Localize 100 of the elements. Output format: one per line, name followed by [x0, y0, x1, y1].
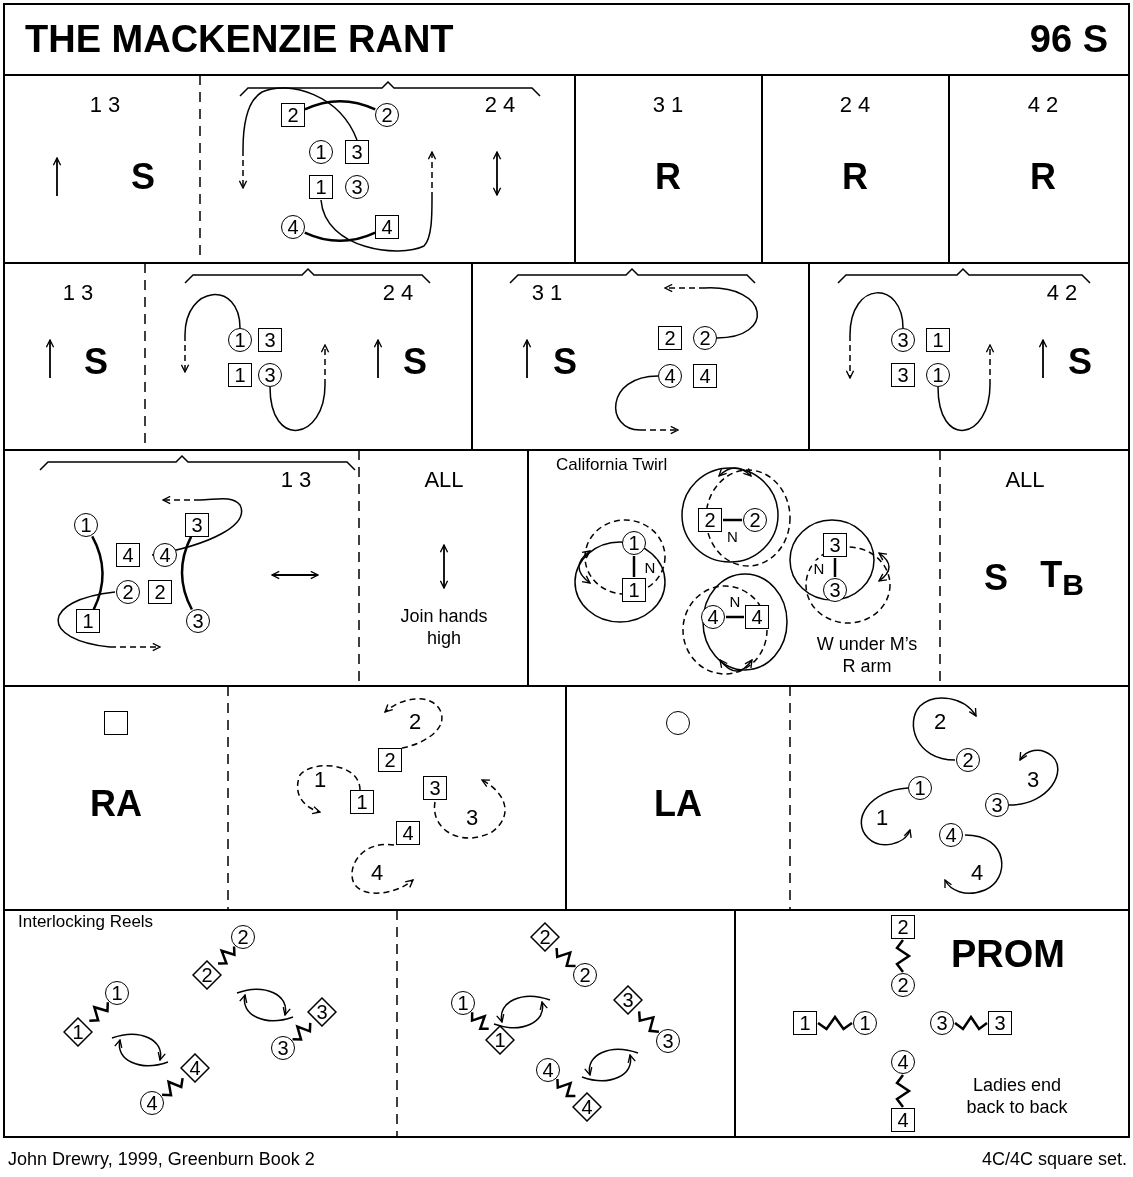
woman-symbol: 2	[956, 748, 980, 772]
woman-symbol: 3	[345, 175, 369, 199]
woman-symbol: 3	[656, 1029, 680, 1053]
man-symbol: 1	[622, 578, 646, 602]
woman-symbol: 2	[231, 925, 255, 949]
man-symbol: 1	[926, 328, 950, 352]
woman-symbol: 2	[375, 103, 399, 127]
note: Join hands high	[399, 606, 489, 650]
couple-numbers: 1 3	[89, 91, 121, 119]
woman-symbol: 4	[536, 1058, 560, 1082]
figure-code: T$_{B}$	[1040, 552, 1084, 604]
woman-symbol: 3	[985, 793, 1009, 817]
dancer-symbol: 1	[485, 1025, 515, 1055]
partner-line	[954, 1014, 988, 1031]
partner-line	[817, 1014, 853, 1031]
man-symbol: 3	[423, 776, 447, 800]
figure-code: S	[1068, 340, 1092, 384]
dancer-number: 4	[970, 859, 984, 887]
woman-symbol: 3	[823, 578, 847, 602]
dancer-symbol: 1	[63, 1017, 93, 1047]
woman-symbol: 2	[116, 580, 140, 604]
dancer-number: 3	[465, 804, 479, 832]
figure-name: Interlocking Reels	[18, 911, 154, 933]
partner-line	[304, 231, 376, 242]
man-symbol: 1	[76, 609, 100, 633]
woman-symbol: 1	[309, 140, 333, 164]
edge-label: N	[812, 560, 826, 575]
partner-line	[555, 947, 576, 968]
dancer-symbol: 3	[307, 997, 337, 1027]
man-symbol: 1	[309, 175, 333, 199]
woman-symbol: 4	[140, 1091, 164, 1115]
woman-symbol: 1	[908, 776, 932, 800]
woman-symbol: 3	[930, 1011, 954, 1035]
couple-numbers: 2 4	[839, 91, 871, 119]
man-symbol: 2	[891, 915, 915, 939]
woman-symbol: 3	[186, 609, 210, 633]
man-symbol: 2	[148, 580, 172, 604]
dancer-number: 2	[933, 708, 947, 736]
woman-symbol: 2	[891, 973, 915, 997]
man-symbol: 4	[745, 605, 769, 629]
figure-code: LA	[654, 782, 702, 826]
woman-symbol: 1	[622, 531, 646, 555]
partner-line	[180, 536, 193, 611]
woman-symbol: 1	[926, 363, 950, 387]
dance-code: 96 S	[1029, 17, 1108, 63]
figure-code: S	[84, 340, 108, 384]
man-symbol	[104, 711, 128, 735]
couple-numbers: 4 2	[1046, 279, 1078, 307]
partner-line	[833, 558, 837, 577]
woman-symbol: 4	[153, 543, 177, 567]
figure-code: S	[131, 155, 155, 199]
partner-line	[162, 1077, 184, 1097]
partner-line	[632, 556, 636, 577]
figure-code: R	[655, 155, 681, 199]
partner-line	[218, 946, 236, 965]
man-symbol: 4	[693, 364, 717, 388]
woman-symbol: 1	[228, 328, 252, 352]
partner-line	[292, 1022, 312, 1041]
man-symbol: 1	[228, 363, 252, 387]
partner-line	[895, 1074, 912, 1108]
man-symbol: 4	[116, 543, 140, 567]
man-symbol: 3	[891, 363, 915, 387]
title: THE MACKENZIE RANT	[25, 17, 454, 63]
man-symbol: 3	[258, 328, 282, 352]
partner-line	[895, 939, 912, 973]
man-symbol: 4	[891, 1108, 915, 1132]
caption: John Drewry, 1999, Greenburn Book 2	[8, 1149, 315, 1171]
couple-numbers: 3 1	[652, 91, 684, 119]
partner-line	[470, 1012, 489, 1031]
woman-symbol	[666, 711, 690, 735]
set-formation: 4C/4C square set.	[981, 1149, 1127, 1171]
man-symbol: 4	[396, 821, 420, 845]
woman-symbol: 2	[573, 963, 597, 987]
dancer-number: 2	[408, 708, 422, 736]
woman-symbol: 3	[271, 1036, 295, 1060]
figure-code: PROM	[951, 932, 1065, 978]
note: ALL	[424, 466, 464, 494]
couple-numbers: 2 4	[382, 279, 414, 307]
figure-name: California Twirl	[556, 454, 668, 476]
figure-code: R	[842, 155, 868, 199]
note: W under M’s R arm	[815, 634, 919, 678]
couple-numbers: 1 3	[280, 466, 312, 494]
partner-line	[723, 518, 742, 522]
dancer-number: 3	[1026, 766, 1040, 794]
woman-symbol: 3	[258, 363, 282, 387]
partner-line	[556, 1078, 576, 1098]
figure-code: S	[984, 556, 1008, 600]
dancer-symbol: 2	[192, 960, 222, 990]
dancer-number: 4	[370, 859, 384, 887]
couple-numbers: 2 4	[484, 91, 516, 119]
dancer-symbol: 2	[530, 922, 560, 952]
figure-code: R	[1030, 155, 1056, 199]
man-symbol: 3	[988, 1011, 1012, 1035]
couple-numbers: 4 2	[1027, 91, 1059, 119]
note: ALL	[1005, 466, 1045, 494]
man-symbol: 2	[378, 748, 402, 772]
dancer-symbol: 3	[613, 985, 643, 1015]
woman-symbol: 2	[693, 326, 717, 350]
figure-code: RA	[90, 782, 142, 826]
man-symbol: 1	[350, 790, 374, 814]
